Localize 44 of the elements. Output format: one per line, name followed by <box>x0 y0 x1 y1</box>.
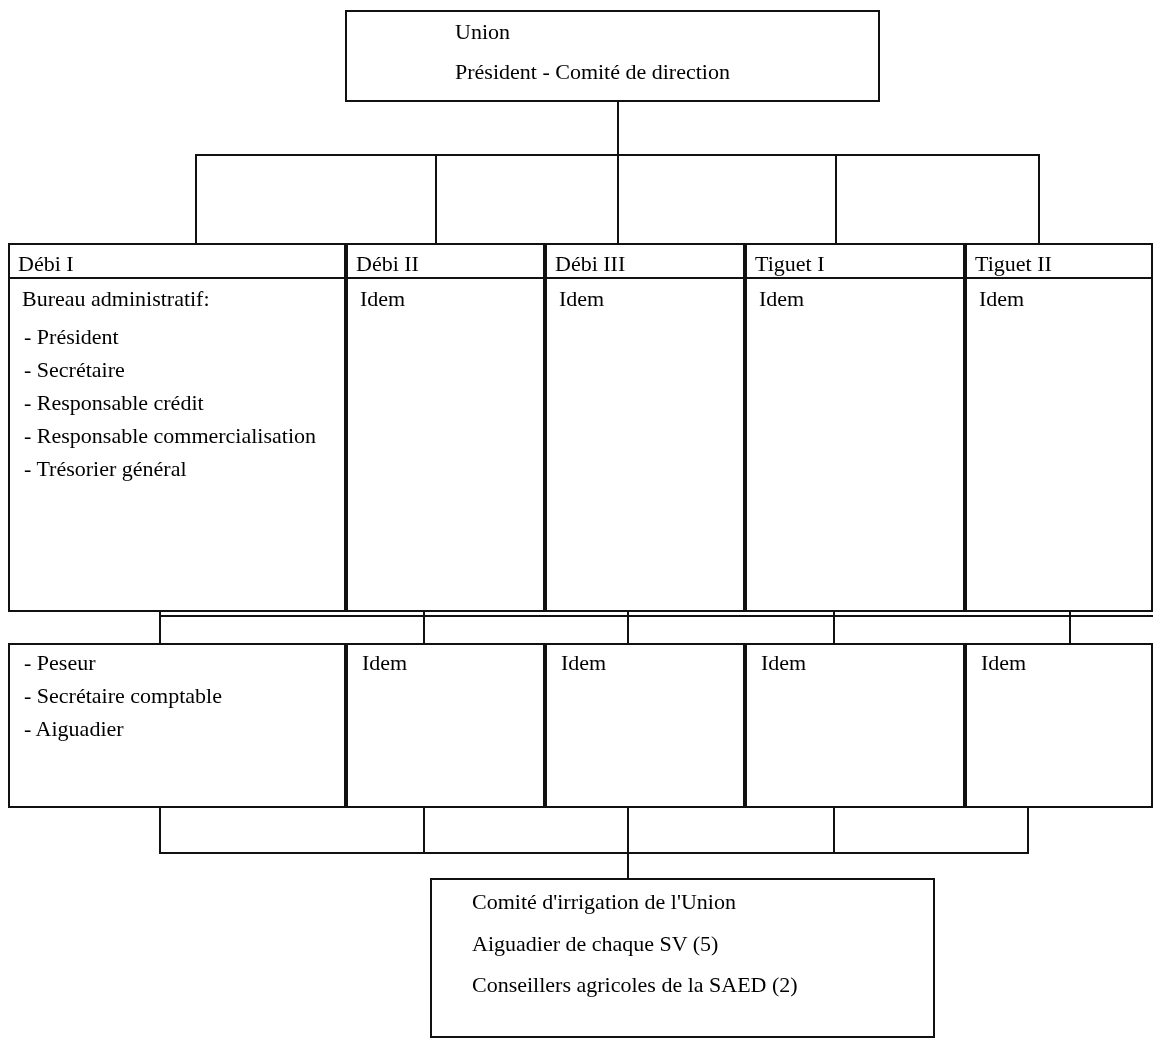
village-column-box <box>346 243 545 612</box>
column-header: Tiguet II <box>967 245 1151 279</box>
list-item: Idem <box>981 651 1028 675</box>
list-item: - Secrétaire comptable <box>24 684 223 708</box>
column-header: Débi II <box>348 245 543 279</box>
staff-box <box>545 643 745 808</box>
org-box <box>430 878 935 1038</box>
staff-box <box>8 643 346 808</box>
list-item: - Peseur <box>24 651 97 675</box>
org-box <box>345 10 880 102</box>
column-text: Idem <box>360 285 407 313</box>
list-item: - Président <box>24 324 120 348</box>
connector-line <box>159 611 425 644</box>
village-column-box <box>8 243 346 612</box>
connector-line <box>833 611 1071 644</box>
box-text: Comité d'irrigation de l'Union <box>472 888 737 916</box>
village-column-box <box>545 243 745 612</box>
column-text: Idem <box>759 285 806 313</box>
column-text: Bureau administratif: <box>22 285 211 313</box>
list-item: - Aiguadier <box>24 717 125 741</box>
list-item: - Responsable commercialisation <box>24 423 318 447</box>
connector-line <box>423 611 629 644</box>
list-item: - Responsable crédit <box>24 390 205 414</box>
list-item: - Secrétaire <box>24 357 126 381</box>
village-column-box <box>745 243 965 612</box>
connector-line <box>1069 611 1154 644</box>
village-column-box <box>965 243 1153 612</box>
column-header: Débi III <box>547 245 743 279</box>
staff-box <box>745 643 965 808</box>
staff-box <box>965 643 1153 808</box>
box-text: Union <box>455 18 511 46</box>
list-item: Idem <box>362 651 409 675</box>
box-text: Président - Comité de direction <box>455 57 731 85</box>
connector-line <box>627 611 835 644</box>
box-text: Conseillers agricoles de la SAED (2) <box>472 971 799 999</box>
column-header: Débi I <box>10 245 344 279</box>
list-item: Idem <box>561 651 608 675</box>
column-text: Idem <box>979 285 1026 313</box>
list-item: - Trésorier général <box>24 456 188 480</box>
list-item: Idem <box>761 651 808 675</box>
box-text: Aiguadier de chaque SV (5) <box>472 929 720 957</box>
column-header: Tiguet I <box>747 245 963 279</box>
column-text: Idem <box>559 285 606 313</box>
staff-box <box>346 643 545 808</box>
